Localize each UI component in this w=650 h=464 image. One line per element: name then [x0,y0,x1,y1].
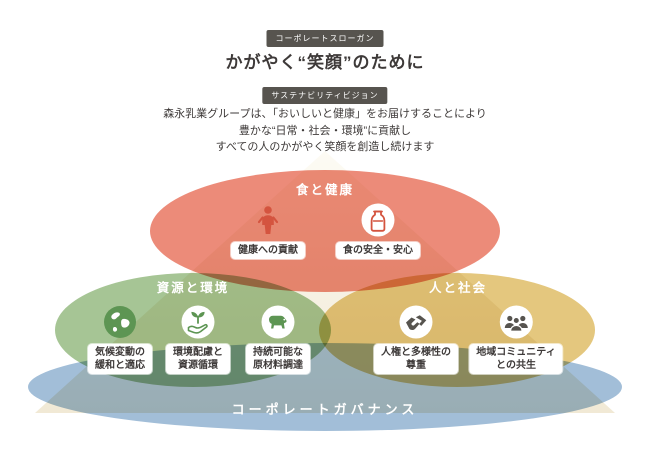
vision-statement: 森永乳業グループは、「おいしいと健康」をお届けすることにより 豊かな“日常・社会… [0,106,650,156]
health-contribution-item: 健康への貢献 [231,203,305,259]
item-label: 健康への貢献 [231,242,305,259]
sustainability-vision-badge: サステナビリティビジョン [262,87,388,104]
resources-environment-title: 資源と環境 [156,281,230,295]
item-label: 持続可能な 原材料調達 [246,344,310,374]
hands-icon [399,305,433,339]
climate-change-item: 気候変動の 緩和と適応 [88,305,152,374]
item-label: 人権と多様性の 尊重 [374,344,458,374]
food-health-ellipse [150,170,500,292]
community-icon [499,305,533,339]
human-rights-item: 人権と多様性の 尊重 [374,305,458,374]
food-health-title: 食と健康 [295,183,355,197]
item-label: 食の安全・安心 [336,242,420,259]
corporate-governance-label: コーポレートガバナンス [231,402,419,417]
sprout-hand-icon [181,305,215,339]
sustainable-procurement-item: 持続可能な 原材料調達 [246,305,310,374]
corporate-slogan-badge: コーポレートスローガン [266,30,384,47]
people-society-title: 人と社会 [428,281,488,295]
person-icon [251,203,285,237]
item-label: 気候変動の 緩和と適応 [88,344,152,374]
community-item: 地域コミュニティ との共生 [469,305,563,374]
food-safety-item: 食の安全・安心 [336,203,420,259]
milk-bottle-icon [361,203,395,237]
globe-icon [103,305,137,339]
corporate-slogan-title: かがやく“笑顔”のために [225,53,425,72]
vision-line-3: すべての人のかがやく笑顔を創造し続けます [215,141,435,153]
vision-line-1: 森永乳業グループは、「おいしいと健康」をお届けすることにより [163,108,487,120]
resource-circulation-item: 環境配慮と 資源循環 [166,305,230,374]
item-label: 環境配慮と 資源循環 [166,344,230,374]
item-label: 地域コミュニティ との共生 [469,344,563,374]
cow-icon [261,305,295,339]
vision-line-2: 豊かな“日常・社会・環境”に貢献し [238,124,412,137]
